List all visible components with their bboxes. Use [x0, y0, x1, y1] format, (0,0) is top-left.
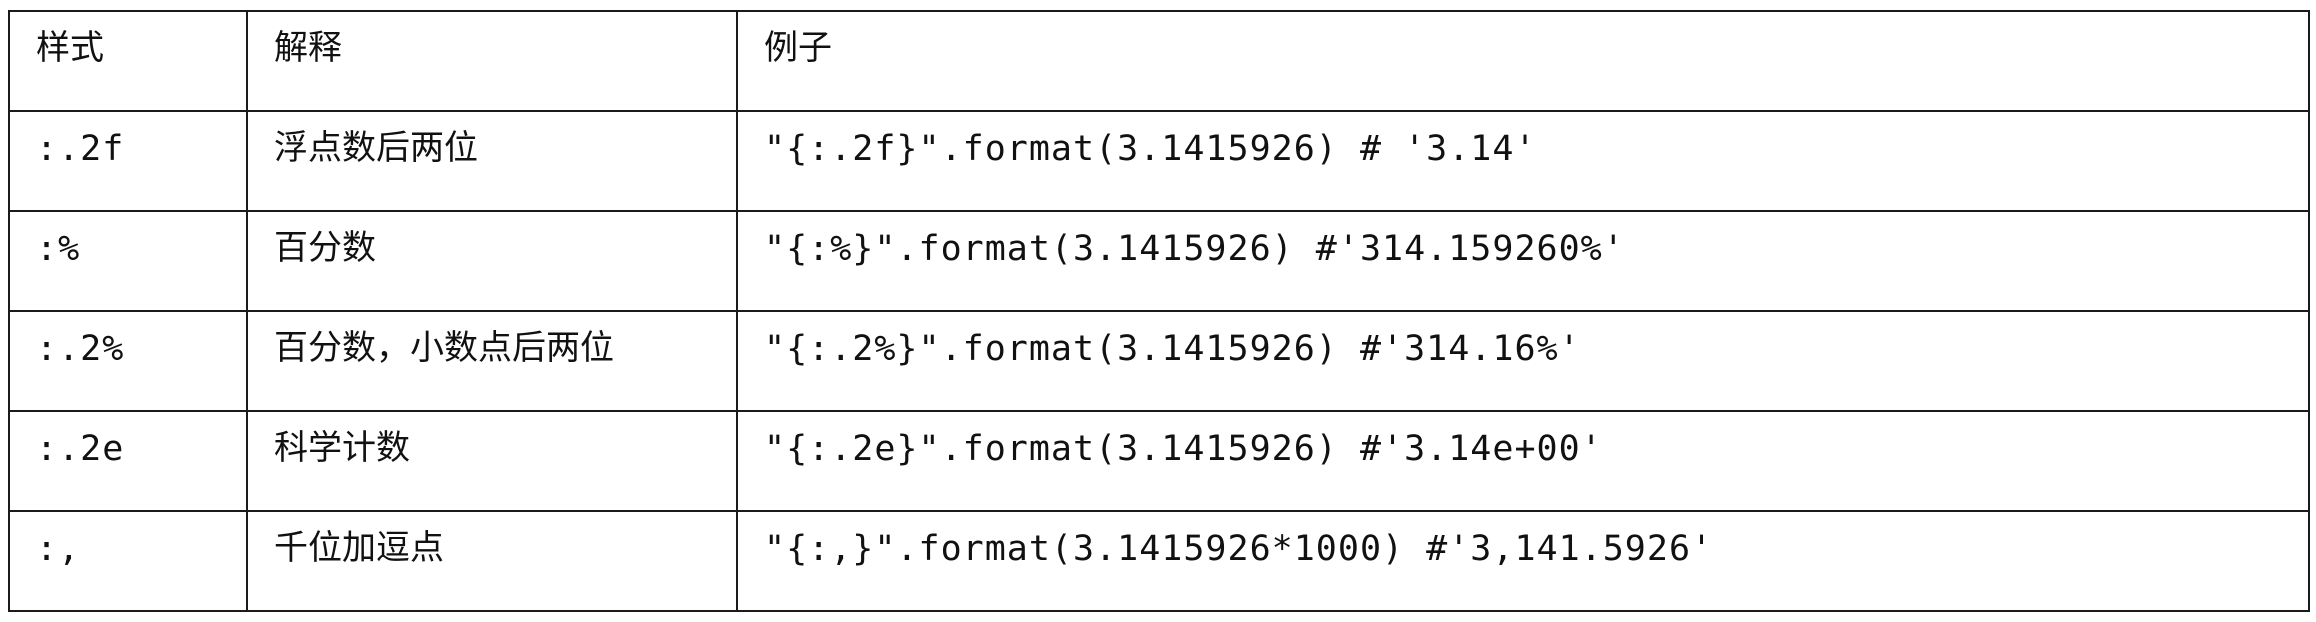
- example-cell: "{:%}".format(3.1415926) #'314.159260%': [736, 210, 2310, 312]
- header-style: 样式: [8, 10, 248, 112]
- table-row: :% 百分数 "{:%}".format(3.1415926) #'314.15…: [8, 210, 2310, 312]
- example-cell: "{:.2f}".format(3.1415926) # '3.14': [736, 110, 2310, 212]
- table-row: :, 千位加逗点 "{:,}".format(3.1415926*1000) #…: [8, 510, 2310, 612]
- table-header-row: 样式 解释 例子: [8, 10, 2310, 112]
- style-cell: :.2f: [8, 110, 248, 212]
- table-row: :.2e 科学计数 "{:.2e}".format(3.1415926) #'3…: [8, 410, 2310, 512]
- format-spec-table: 样式 解释 例子 :.2f 浮点数后两位 "{:.2f}".format(3.1…: [8, 10, 2310, 612]
- style-cell: :.2%: [8, 310, 248, 412]
- header-explanation: 解释: [246, 10, 738, 112]
- style-cell: :%: [8, 210, 248, 312]
- style-cell: :,: [8, 510, 248, 612]
- explanation-cell: 浮点数后两位: [246, 110, 738, 212]
- explanation-cell: 百分数，小数点后两位: [246, 310, 738, 412]
- style-cell: :.2e: [8, 410, 248, 512]
- example-cell: "{:.2e}".format(3.1415926) #'3.14e+00': [736, 410, 2310, 512]
- example-cell: "{:.2%}".format(3.1415926) #'314.16%': [736, 310, 2310, 412]
- table-row: :.2f 浮点数后两位 "{:.2f}".format(3.1415926) #…: [8, 110, 2310, 212]
- explanation-cell: 千位加逗点: [246, 510, 738, 612]
- explanation-cell: 科学计数: [246, 410, 738, 512]
- example-cell: "{:,}".format(3.1415926*1000) #'3,141.59…: [736, 510, 2310, 612]
- explanation-cell: 百分数: [246, 210, 738, 312]
- table-row: :.2% 百分数，小数点后两位 "{:.2%}".format(3.141592…: [8, 310, 2310, 412]
- header-example: 例子: [736, 10, 2310, 112]
